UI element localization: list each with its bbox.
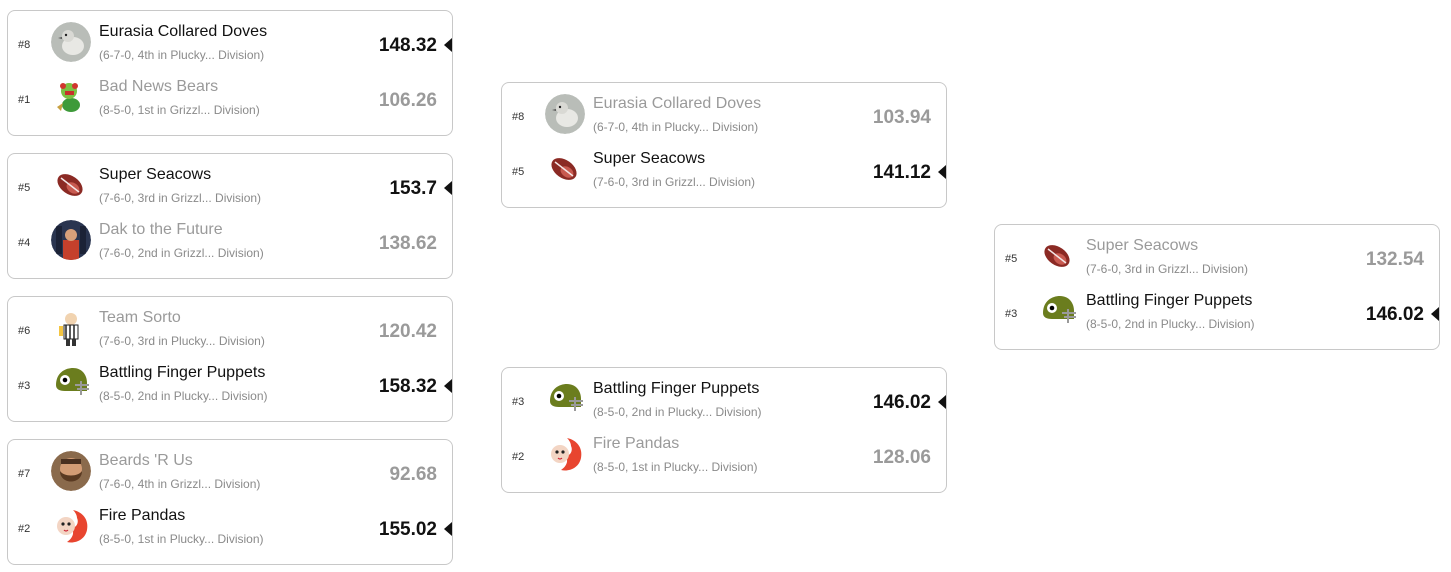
winner-arrow-icon — [444, 181, 452, 195]
team-score: 120.42 — [378, 321, 437, 342]
team-seed: #4 — [18, 237, 31, 249]
football-avatar — [545, 149, 585, 189]
team-seed: #6 — [18, 325, 31, 337]
team-seed: #3 — [18, 380, 31, 392]
team-name[interactable]: Eurasia Collared Doves — [99, 23, 268, 40]
team-seed: #5 — [18, 182, 31, 194]
team-record: (7-6-0, 2nd in Grizzl... Division) — [99, 246, 264, 260]
team-score: 138.62 — [378, 233, 437, 254]
team-record: (8-5-0, 1st in Grizzl... Division) — [99, 103, 260, 117]
team-name[interactable]: Team Sorto — [99, 309, 181, 326]
beard-avatar — [51, 451, 91, 491]
team-name[interactable]: Super Seacows — [1086, 237, 1199, 254]
helmet-avatar — [545, 379, 585, 419]
matchup-card-r2-2[interactable]: #3 Battling Finger Puppets (8-5-0, 2nd in … — [501, 367, 947, 493]
matchup-card-r1-3[interactable]: #6 Team Sorto (7-6-0, 3rd in Plucky... Div… — [7, 296, 453, 422]
team-name[interactable]: Fire Pandas — [99, 507, 186, 524]
team-row[interactable]: #5 Super Seacows (7-6-0, 3rd in Grizzl... … — [8, 154, 452, 209]
bear-avatar — [51, 77, 91, 117]
team-name[interactable]: Fire Pandas — [593, 435, 680, 452]
panda-avatar — [51, 506, 91, 546]
team-seed: #3 — [1005, 308, 1018, 320]
winner-arrow-icon — [444, 379, 452, 393]
matchup-card-r2-1[interactable]: #8 Eurasia Collared Doves (6-7-0, 4th in P… — [501, 82, 947, 208]
team-seed: #8 — [18, 39, 31, 51]
team-row[interactable]: #6 Team Sorto (7-6-0, 3rd in Plucky... Div… — [8, 297, 452, 352]
team-score: 128.06 — [872, 447, 931, 468]
dove-avatar — [51, 22, 91, 62]
team-record: (8-5-0, 2nd in Plucky... Division) — [99, 389, 268, 403]
team-score: 153.7 — [389, 178, 437, 199]
team-row[interactable]: #2 Fire Pandas (8-5-0, 1st in Plucky... Di… — [8, 495, 452, 550]
matchup-card-r1-2[interactable]: #5 Super Seacows (7-6-0, 3rd in Grizzl... … — [7, 153, 453, 279]
team-score: 158.32 — [378, 376, 437, 397]
team-name[interactable]: Beards 'R Us — [99, 452, 193, 469]
team-row[interactable]: #3 Battling Finger Puppets (8-5-0, 2nd in … — [8, 352, 452, 407]
panda-avatar — [545, 434, 585, 474]
team-score: 132.54 — [1365, 249, 1424, 270]
helmet-avatar — [51, 363, 91, 403]
team-name[interactable]: Dak to the Future — [99, 221, 223, 238]
dove-avatar — [545, 94, 585, 134]
matchup-card-final[interactable]: #5 Super Seacows (7-6-0, 3rd in Grizzl... … — [994, 224, 1440, 350]
player-avatar — [51, 220, 91, 260]
football-avatar — [1038, 236, 1078, 276]
team-row[interactable]: #4 Dak to the Future (7-6-0, 2nd in Grizzl… — [8, 209, 452, 264]
team-score: 146.02 — [872, 392, 931, 413]
team-seed: #2 — [18, 523, 31, 535]
team-seed: #5 — [512, 166, 525, 178]
team-seed: #7 — [18, 468, 31, 480]
team-name[interactable]: Bad News Bears — [99, 78, 219, 95]
matchup-card-r1-4[interactable]: #7 Beards 'R Us (7-6-0, 4th in Grizzl... D… — [7, 439, 453, 565]
team-name[interactable]: Eurasia Collared Doves — [593, 95, 762, 112]
team-row[interactable]: #3 Battling Finger Puppets (8-5-0, 2nd in … — [995, 280, 1439, 335]
team-record: (7-6-0, 3rd in Grizzl... Division) — [99, 191, 262, 205]
team-score: 146.02 — [1365, 304, 1424, 325]
team-seed: #2 — [512, 451, 525, 463]
football-avatar — [51, 165, 91, 205]
team-record: (7-6-0, 3rd in Grizzl... Division) — [1086, 262, 1249, 276]
team-score: 106.26 — [378, 90, 437, 111]
team-seed: #5 — [1005, 253, 1018, 265]
team-row[interactable]: #5 Super Seacows (7-6-0, 3rd in Grizzl... … — [995, 225, 1439, 280]
team-row[interactable]: #5 Super Seacows (7-6-0, 3rd in Grizzl... … — [502, 138, 946, 193]
team-seed: #8 — [512, 111, 525, 123]
winner-arrow-icon — [938, 165, 946, 179]
team-seed: #3 — [512, 396, 525, 408]
team-record: (8-5-0, 1st in Plucky... Division) — [99, 532, 264, 546]
team-score: 103.94 — [872, 107, 931, 128]
team-record: (8-5-0, 2nd in Plucky... Division) — [593, 405, 762, 419]
winner-arrow-icon — [1431, 307, 1439, 321]
team-record: (6-7-0, 4th in Plucky... Division) — [593, 120, 759, 134]
team-row[interactable]: #8 Eurasia Collared Doves (6-7-0, 4th in P… — [502, 83, 946, 138]
team-record: (6-7-0, 4th in Plucky... Division) — [99, 48, 265, 62]
team-record: (7-6-0, 3rd in Grizzl... Division) — [593, 175, 756, 189]
team-score: 141.12 — [872, 162, 931, 183]
winner-arrow-icon — [444, 38, 452, 52]
helmet-avatar — [1038, 291, 1078, 331]
team-name[interactable]: Battling Finger Puppets — [593, 380, 760, 397]
team-row[interactable]: #7 Beards 'R Us (7-6-0, 4th in Grizzl... D… — [8, 440, 452, 495]
team-row[interactable]: #8 Eurasia Collared Doves (6-7-0, 4th in P… — [8, 11, 452, 66]
referee-avatar — [51, 308, 91, 348]
team-name[interactable]: Battling Finger Puppets — [1086, 292, 1253, 309]
team-row[interactable]: #2 Fire Pandas (8-5-0, 1st in Plucky... Di… — [502, 423, 946, 478]
team-row[interactable]: #1 Bad News Bears (8-5-0, 1st in Grizzl...… — [8, 66, 452, 121]
team-score: 92.68 — [389, 464, 437, 485]
team-record: (8-5-0, 2nd in Plucky... Division) — [1086, 317, 1255, 331]
winner-arrow-icon — [938, 395, 946, 409]
winner-arrow-icon — [444, 522, 452, 536]
team-score: 148.32 — [378, 35, 437, 56]
team-record: (7-6-0, 4th in Grizzl... Division) — [99, 477, 261, 491]
team-row[interactable]: #3 Battling Finger Puppets (8-5-0, 2nd in … — [502, 368, 946, 423]
team-score: 155.02 — [378, 519, 437, 540]
team-record: (8-5-0, 1st in Plucky... Division) — [593, 460, 758, 474]
team-record: (7-6-0, 3rd in Plucky... Division) — [99, 334, 265, 348]
team-seed: #1 — [18, 94, 31, 106]
team-name[interactable]: Super Seacows — [99, 166, 212, 183]
matchup-card-r1-1[interactable]: #8 Eurasia Collared Doves (6-7-0, 4th in P… — [7, 10, 453, 136]
team-name[interactable]: Battling Finger Puppets — [99, 364, 266, 381]
team-name[interactable]: Super Seacows — [593, 150, 706, 167]
